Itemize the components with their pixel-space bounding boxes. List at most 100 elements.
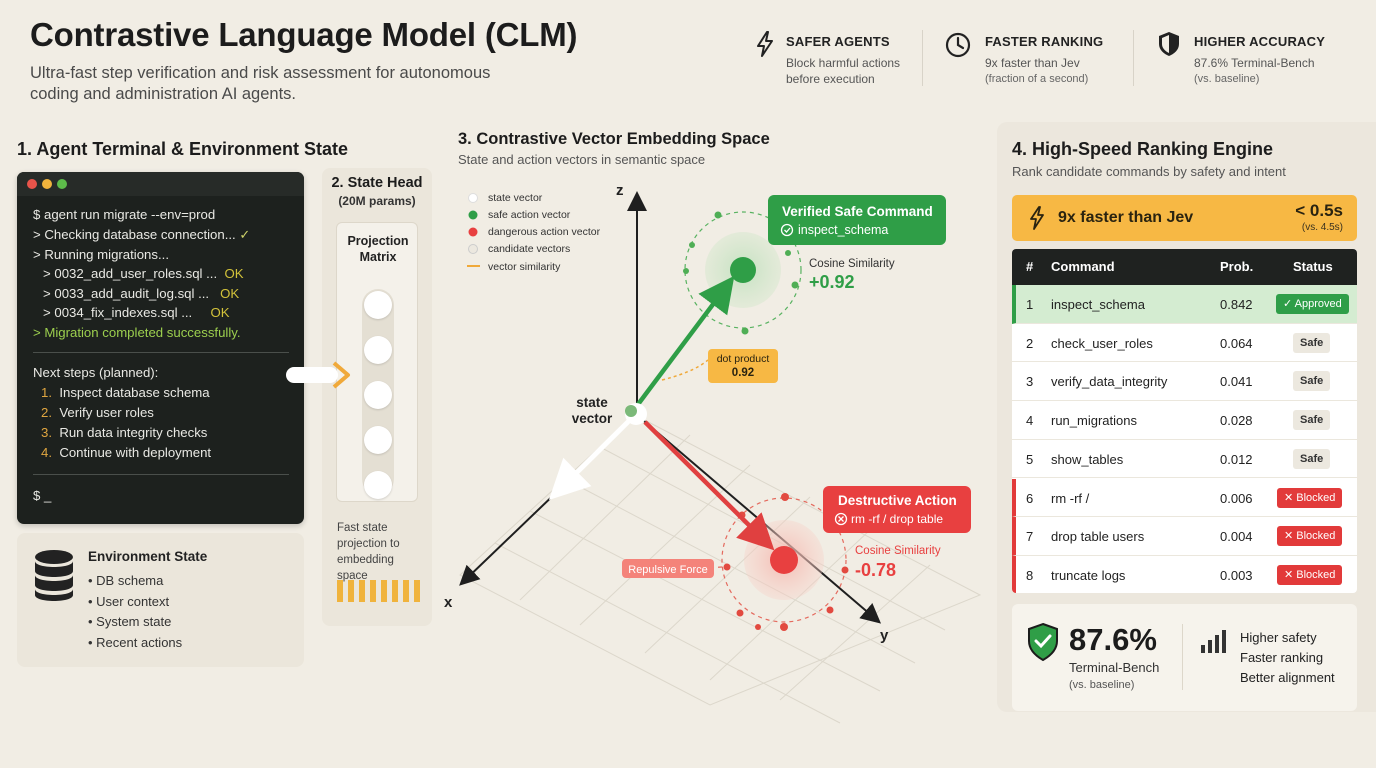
state-head-panel: 2. State Head (20M params) Projection Ma…	[322, 168, 432, 626]
safe-similarity-ring	[684, 211, 802, 329]
x-axis-label: x	[444, 594, 453, 611]
terminal-line: $ agent run migrate --env=prod	[33, 207, 216, 222]
legend: state vector safe action vector dangerou…	[467, 192, 601, 273]
row-command: run_migrations	[1051, 413, 1137, 429]
safe-card-command: inspect_schema	[798, 223, 888, 237]
row-command: drop table users	[1051, 529, 1145, 545]
shield-check-icon	[1028, 622, 1058, 662]
safe-card-title: Verified Safe Command	[782, 204, 933, 219]
row-prob: 0.004	[1220, 529, 1253, 545]
status-badge: ✕ Blocked	[1277, 526, 1343, 547]
terminal-step: 3. Run data integrity checks	[41, 425, 208, 440]
feature-title: SAFER AGENTS	[786, 34, 890, 49]
status-badge: Safe	[1293, 332, 1331, 353]
x-circle-icon	[834, 512, 848, 526]
banner-value: < 0.5s	[1295, 201, 1343, 220]
feature-line: 9x faster than Jev	[985, 56, 1080, 70]
repulsive-force-tag	[622, 559, 714, 578]
matrix-node	[364, 291, 392, 319]
speed-bar	[337, 580, 343, 602]
row-prob: 0.003	[1220, 567, 1253, 583]
terminal-step: 1. Inspect database schema	[41, 385, 210, 400]
status-badge: Safe	[1293, 410, 1331, 431]
danger-card-command: rm -rf / drop table	[851, 512, 943, 526]
legend-state-marker	[468, 193, 478, 203]
row-prob: 0.012	[1220, 451, 1253, 467]
similarity-arc	[661, 359, 709, 381]
banner-subvalue: (vs. 4.5s)	[1301, 222, 1343, 233]
feature-line: Block harmful actions	[786, 56, 901, 70]
page-subtitle: Ultra-fast step verification and risk as…	[30, 64, 491, 103]
embedding-space: state vector safe action vector dangerou…	[444, 182, 982, 724]
repulsive-force-label: Repulsive Force	[628, 564, 707, 576]
feature-line: (vs. baseline)	[1194, 73, 1260, 85]
flow-arrow-icon	[286, 361, 350, 389]
shield-icon	[1159, 32, 1179, 56]
safe-cosine-label: Cosine Similarity	[809, 258, 895, 270]
section-4-subtitle: Rank candidate commands by safety and in…	[1012, 164, 1286, 179]
env-item: • DB schema	[88, 573, 164, 588]
feature-title: HIGHER ACCURACY	[1194, 34, 1326, 49]
row-command: check_user_roles	[1051, 335, 1153, 351]
legend-label: dangerous action vector	[488, 226, 601, 238]
matrix-node	[364, 471, 392, 499]
speed-bar	[359, 580, 365, 602]
col-prob: Prob.	[1220, 259, 1254, 274]
z-axis-label: z	[616, 182, 624, 199]
dot-product-label: dot product	[717, 353, 770, 365]
x-icon	[838, 516, 844, 522]
row-command: verify_data_integrity	[1051, 374, 1168, 390]
safe-action-vector	[631, 275, 735, 413]
accuracy-sub: (vs. baseline)	[1069, 679, 1135, 691]
row-prob: 0.006	[1220, 490, 1253, 506]
legend-label: candidate vectors	[488, 243, 570, 255]
environment-state-card: Environment State • DB schema • User con…	[17, 533, 304, 667]
benefit-item: Higher safety	[1240, 630, 1317, 645]
speed-bar	[392, 580, 398, 602]
status-badge: ✕ Blocked	[1277, 487, 1343, 508]
status-badge: ✓ Approved	[1276, 294, 1349, 314]
state-head-title: 2. State Head	[331, 175, 423, 191]
check-icon	[784, 227, 791, 233]
database-icon	[35, 550, 73, 601]
terminal-line: > Running migrations...	[33, 247, 169, 262]
row-command: show_tables	[1051, 451, 1124, 467]
feature-line: 87.6% Terminal-Bench	[1194, 56, 1315, 70]
bolt-icon	[1030, 206, 1044, 230]
env-item: • System state	[88, 614, 172, 629]
check-circle-icon	[780, 223, 794, 237]
terminal-prompt: $ _	[33, 488, 52, 503]
row-rank: 6	[1026, 490, 1034, 506]
legend-label: vector similarity	[488, 261, 561, 273]
divider	[33, 352, 289, 353]
col-rank: #	[1026, 259, 1034, 274]
accuracy-label: Terminal-Bench	[1069, 660, 1160, 675]
matrix-node	[364, 336, 392, 364]
terminal-line: > 0034_fix_indexes.sql ... OK	[43, 305, 230, 320]
legend-danger-marker	[468, 227, 478, 237]
row-rank: 1	[1026, 297, 1034, 312]
danger-cosine-label: Cosine Similarity	[855, 545, 941, 557]
row-prob: 0.041	[1220, 374, 1253, 390]
divider	[922, 30, 923, 86]
close-dot-icon	[27, 179, 37, 189]
destructive-action-card	[823, 486, 971, 533]
row-command: truncate logs	[1051, 567, 1126, 583]
floor-grid	[459, 414, 982, 724]
state-vector-label: state	[576, 395, 608, 410]
speed-bar	[414, 580, 420, 602]
terminal-line: > 0032_add_user_roles.sql ... OK	[43, 266, 244, 281]
row-prob: 0.842	[1220, 297, 1253, 312]
benefit-item: Faster ranking	[1240, 650, 1324, 665]
maximize-dot-icon	[57, 179, 67, 189]
speed-bar	[381, 580, 387, 602]
